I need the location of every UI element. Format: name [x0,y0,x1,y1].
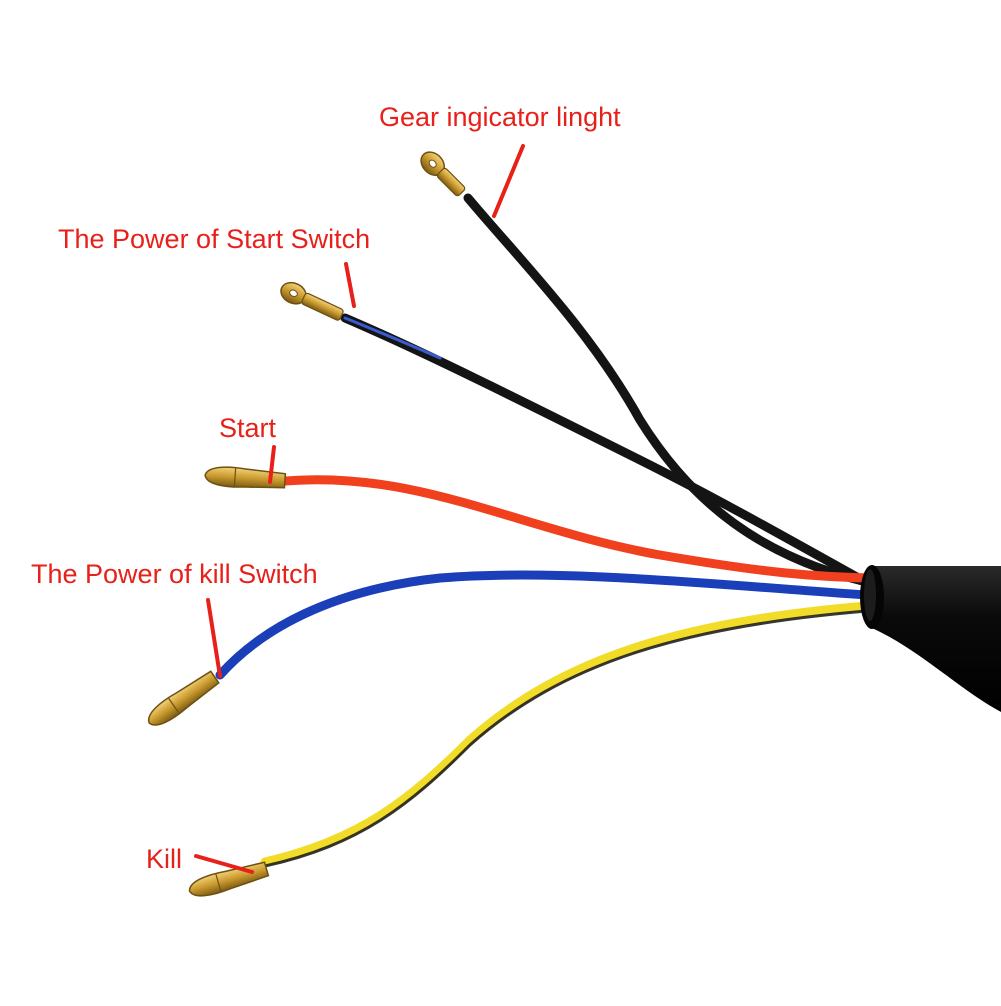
gear-indicator-pointer [492,144,525,218]
start-pointer [268,445,276,484]
power-start-switch-tracer [343,316,442,360]
kill-wire-tracer [263,608,882,868]
start-wire [280,475,885,583]
gear-indicator-label: Gear ingicator linght [379,102,621,132]
gear-indicator-terminal [420,151,466,197]
power-kill-switch-pointer [206,598,222,678]
power-kill-switch-terminal [147,670,220,726]
power-kill-switch-wire [215,570,885,680]
kill-wire [260,600,885,867]
power-start-switch-terminal [280,281,344,321]
gear-indicator-wire [463,193,885,590]
power-kill-switch-label: The Power of kill Switch [31,559,318,589]
start-terminal [204,466,287,489]
start-label: Start [219,413,277,443]
kill-label: Kill [146,844,183,874]
cable-sheath [860,565,1001,712]
power-start-switch-wire [340,313,885,595]
kill-pointer [194,854,254,874]
power-start-switch-pointer [344,262,356,308]
power-start-switch-label: The Power of Start Switch [58,224,371,254]
